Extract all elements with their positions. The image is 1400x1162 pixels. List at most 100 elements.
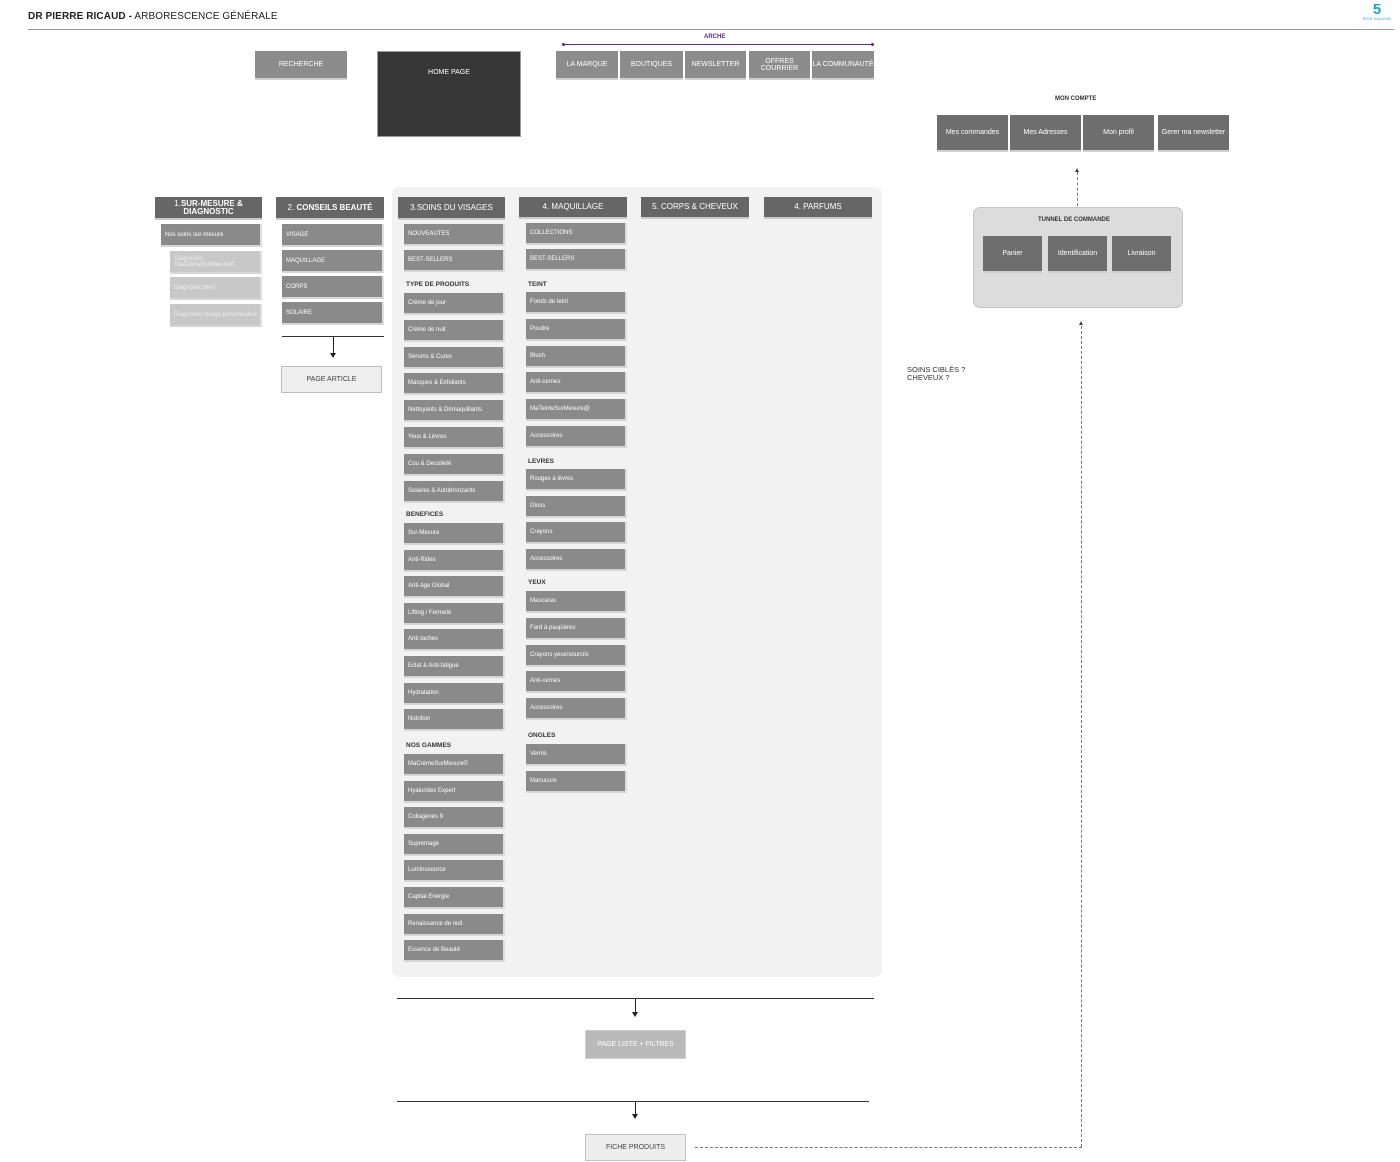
cat-conseils-title: CONSEILS BEAUTÉ — [296, 202, 373, 212]
cat-maquillage-header[interactable]: 4. MAQUILLAGE — [519, 197, 627, 219]
col-soins-list-item[interactable]: Nutrition — [404, 709, 505, 732]
mes-adresses-box[interactable]: Mes Adresses — [1010, 115, 1081, 152]
col-maquillage-top-item[interactable]: COLLECTIONS — [526, 223, 627, 245]
arrow-up-icon — [1075, 168, 1079, 172]
arrow-down-icon — [632, 1012, 638, 1017]
col-soins-list-item[interactable]: Luminosource — [404, 860, 505, 883]
cat-parfums-header[interactable]: 4. PARFUMS — [764, 197, 872, 219]
col-maquillage-section-title: LEVRES — [528, 458, 555, 465]
col-maquillage-list-item[interactable]: Vernis — [526, 744, 627, 766]
col-maquillage-top-item[interactable]: BEST-SELLERS — [526, 249, 627, 271]
cat-corps-header[interactable]: 5. CORPS & CHEVEUX — [641, 197, 749, 219]
col-soins-list-item[interactable]: Masques & Exfoliants — [404, 373, 505, 396]
arche-bracket — [563, 44, 873, 45]
page-liste-filtres-box[interactable]: PAGE LISTE + FILTRES — [585, 1030, 686, 1059]
col-soins-list-item[interactable]: MaCrèmeSurMesure© — [404, 754, 505, 776]
arche-bracket-start — [562, 43, 565, 46]
tunnel-title: TUNNEL DE COMMANDE — [1038, 217, 1110, 223]
col-maquillage-list-item[interactable]: Crayons — [526, 522, 627, 545]
col-soins-list-item[interactable]: Nettoyants & Démaquillants — [404, 400, 505, 423]
col-soins-list-item[interactable]: Anti-taches — [404, 629, 505, 652]
col-maquillage-list-item[interactable]: Fonds de teint — [526, 292, 627, 314]
liste-flow-line — [397, 998, 874, 999]
fiche-flow-line — [397, 1101, 869, 1102]
col-maquillage-list-item[interactable]: Rouges à lèvres — [526, 469, 627, 491]
brand-logo: 5 RIVE GAUCHE — [1362, 1, 1392, 25]
col-soins-list-item[interactable]: Sur-Mesure — [404, 523, 505, 545]
nav-boutiques[interactable]: BOUTIQUES — [620, 51, 683, 80]
col-maquillage-list-item[interactable]: Poudre — [526, 318, 627, 341]
col-maquillage-list-item[interactable]: Manucure — [526, 770, 627, 793]
col-maquillage-list-item[interactable]: Anti-cernes — [526, 671, 627, 694]
recherche-box[interactable]: RECHERCHE — [255, 51, 347, 80]
col-soins-list-item[interactable]: Supremage — [404, 833, 505, 856]
nav-la-communaute[interactable]: LA COMMUNAUTÉ — [812, 51, 874, 80]
mon-profil-box[interactable]: Mon profil — [1083, 115, 1154, 152]
col-soins-list-item[interactable]: Crème de nuit — [404, 319, 505, 342]
identification-box[interactable]: Identification — [1048, 236, 1107, 273]
cat-sur-mesure-header[interactable]: 1.SUR-MESURE & DIAGNOSTIC — [155, 197, 262, 220]
col-soins-list-item[interactable]: Sérums & Cures — [404, 346, 505, 369]
col-soins-top-item[interactable]: NOUVEAUTES — [404, 224, 505, 246]
col-soins-list-item[interactable]: Crème de jour — [404, 293, 505, 315]
conseils-flow-line — [282, 336, 384, 337]
col-maquillage-section-title: ONGLES — [528, 732, 556, 739]
livraison-box[interactable]: Livraison — [1112, 236, 1171, 273]
mon-compte-title: MON COMPTE — [1055, 96, 1097, 102]
nav-offres-courrier[interactable]: OFFRES COURRIER — [749, 51, 810, 80]
col-soins-top-item[interactable]: BEST-SELLERS — [404, 250, 505, 272]
col-soins-list-item[interactable]: Essence de Beauté — [404, 940, 505, 963]
col-soins-list-item[interactable]: Lifting / Fermeté — [404, 602, 505, 625]
title-rest: ARBORESCENCE GÉNÉRALE — [132, 11, 278, 22]
cat-conseils-header[interactable]: 2. CONSEILS BEAUTÉ — [276, 197, 384, 220]
col-maquillage-list-item[interactable]: Fard à paupières — [526, 617, 627, 640]
col-maquillage-list-item[interactable]: Accessoires — [526, 698, 627, 721]
nos-soins-sur-mesure[interactable]: Nos soins sur-mesure — [161, 224, 262, 247]
home-page-box[interactable]: HOME PAGE — [377, 51, 521, 137]
fiche-produits-box[interactable]: FICHE PRODUITS — [585, 1134, 686, 1161]
arrow-down-icon — [330, 353, 336, 358]
nav-newsletter[interactable]: NEWSLETTER — [685, 51, 746, 80]
logo-text: RIVE GAUCHE — [1362, 16, 1392, 21]
nav-la-marque[interactable]: LA MARQUE — [556, 51, 618, 80]
col-soins-list-item[interactable]: Anti-âge Global — [404, 576, 505, 599]
col-maquillage-section-title: TEINT — [528, 281, 547, 288]
col-soins-list-item[interactable]: Capital Energie — [404, 887, 505, 909]
col-soins-list-item[interactable]: Eclat & Anti-fatigue — [404, 656, 505, 678]
conseils-corps[interactable]: CORPS — [282, 276, 384, 299]
logo-number: 5 — [1372, 1, 1382, 18]
arche-label: ARCHE — [704, 34, 726, 40]
diagnostic-teint[interactable]: Diagnostic teint — [170, 277, 262, 300]
col-soins-list-item[interactable]: Cou & Decolleté — [404, 453, 505, 476]
col-soins-section-title: NOS GAMMES — [406, 742, 452, 749]
conseils-visage[interactable]: VISAGE — [282, 224, 384, 247]
col-maquillage-list-item[interactable]: Mascaras — [526, 591, 627, 613]
col-soins-list-item[interactable]: Renaissance de nuit — [404, 913, 505, 936]
col-maquillage-list-item[interactable]: Gloss — [526, 495, 627, 518]
col-maquillage-list-item[interactable]: Anti-cernes — [526, 372, 627, 395]
fiche-to-tunnel-connector-v — [1081, 326, 1082, 1147]
col-maquillage-list-item[interactable]: Blush — [526, 345, 627, 368]
col-maquillage-list-item[interactable]: MaTeinteSurMesure@ — [526, 399, 627, 422]
col-soins-list-item[interactable]: Collagènes 9 — [404, 807, 505, 830]
col-soins-list-item[interactable]: Anti-Rides — [404, 549, 505, 572]
col-maquillage-list-item[interactable]: Crayons yeux/sourcils — [526, 644, 627, 667]
col-soins-list-item[interactable]: Hyalurides Expert — [404, 780, 505, 803]
panier-box[interactable]: Panier — [983, 236, 1042, 273]
col-maquillage-list-item[interactable]: Accessoires — [526, 426, 627, 448]
diagnostic-visage[interactable]: Diagnostic visage personnalisé — [170, 304, 262, 327]
col-soins-list-item[interactable]: Solaires & Autobronzants — [404, 480, 505, 503]
col-soins-section-title: BENEFICES — [406, 511, 444, 518]
col-soins-list-item[interactable]: Yeux & Lèvres — [404, 427, 505, 449]
conseils-maquillage[interactable]: MAQUILLAGE — [282, 250, 384, 273]
col-maquillage-section-title: YEUX — [528, 579, 546, 586]
col-soins-list-item[interactable]: Hydratation — [404, 682, 505, 705]
gerer-newsletter-box[interactable]: Gerer ma newsletter — [1158, 115, 1229, 152]
arche-bracket-end — [871, 43, 874, 46]
page-article-box[interactable]: PAGE ARTICLE — [281, 366, 382, 393]
cat-soins-header[interactable]: 3.SOINS DU VISAGES — [398, 197, 505, 220]
mes-commandes-box[interactable]: Mes commandes — [937, 115, 1008, 152]
conseils-solaire[interactable]: SOLAIRE — [282, 302, 384, 325]
diagnostic-macreme[interactable]: Diagnostic MaCrèmeSurMesure© — [170, 251, 262, 274]
col-maquillage-list-item[interactable]: Accessoires — [526, 549, 627, 572]
